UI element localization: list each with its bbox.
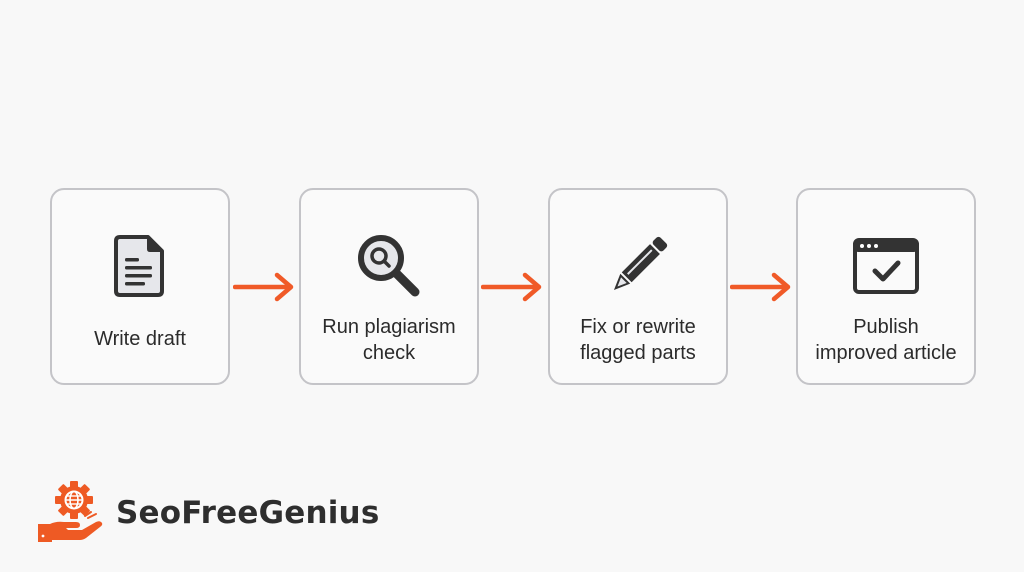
step-fix-flagged-parts: Fix or rewrite flagged parts — [548, 188, 728, 385]
brand-logo: SeoFreeGenius — [36, 480, 379, 546]
document-icon — [106, 232, 174, 300]
browser-check-icon — [852, 232, 920, 300]
step-label: Run plagiarism check — [301, 314, 477, 366]
step-label-line-1: Run plagiarism — [322, 316, 456, 338]
step-label: Fix or rewrite flagged parts — [550, 314, 726, 366]
step-label-line-2: flagged parts — [580, 342, 696, 364]
step-write-draft: Write draft — [50, 188, 230, 385]
pencil-icon — [604, 232, 672, 300]
hand-gear-globe-icon — [38, 481, 103, 542]
step-publish-article: Publish improved article — [796, 188, 976, 385]
arrow-right-icon — [730, 272, 791, 302]
magnifier-search-icon — [355, 232, 423, 300]
step-label-line-2: improved article — [815, 342, 957, 364]
step-label-line-1: Fix or rewrite — [580, 316, 696, 338]
arrow-right-icon — [481, 272, 542, 302]
step-label-line-2: check — [362, 342, 416, 364]
step-label: Publish improved article — [798, 314, 974, 366]
step-label-line-1: Publish — [853, 316, 919, 338]
arrow-right-icon — [233, 272, 294, 302]
brand-name: SeoFreeGenius — [116, 495, 380, 531]
step-label: Write draft — [94, 328, 186, 350]
step-run-plagiarism-check: Run plagiarism check — [299, 188, 479, 385]
